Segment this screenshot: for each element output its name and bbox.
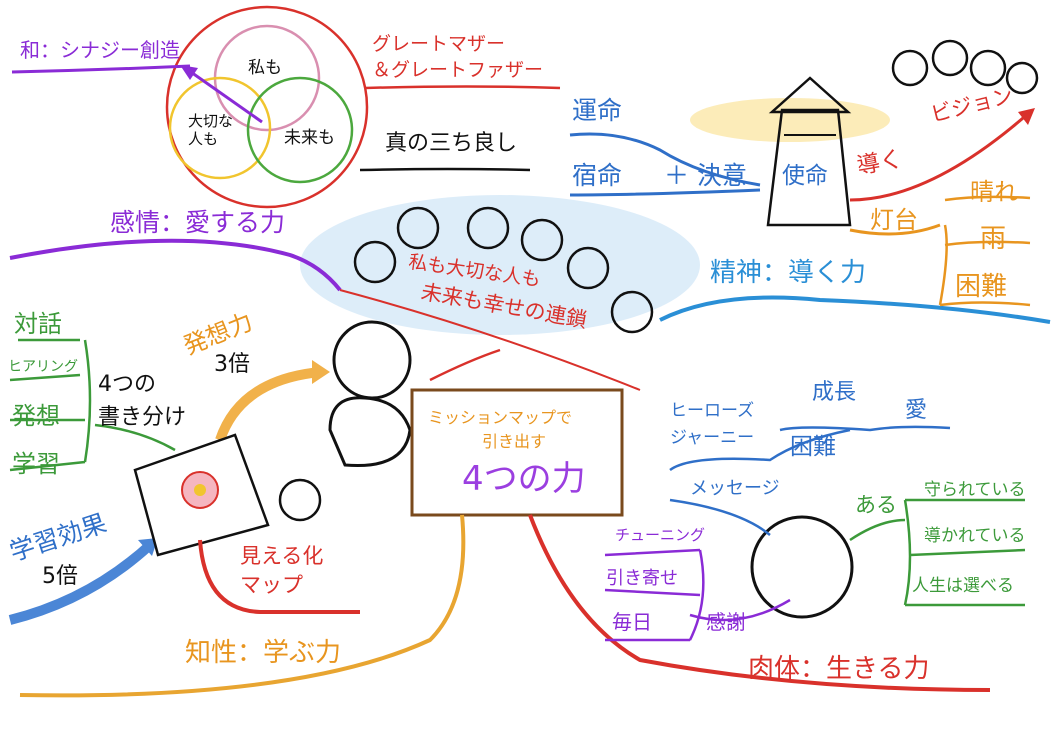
shimei-label: 使命: [782, 163, 828, 189]
unmei-label: 運命: [572, 96, 623, 125]
sky-wash: [300, 195, 700, 335]
body-branch: [528, 514, 991, 692]
toudai-branch: [849, 223, 941, 236]
spirit-label: 精神：導く力: [710, 258, 867, 288]
decision-label: ＋ 決意: [664, 161, 747, 190]
central-body: [328, 396, 412, 468]
visual-map-line: [198, 539, 360, 615]
heroes-line: [669, 428, 851, 472]
intellect-branch: [19, 514, 466, 698]
central-face: [332, 320, 412, 400]
unmei-line: [569, 132, 761, 187]
hassouryoku-arrow: [215, 367, 321, 442]
emotion-branch: [9, 238, 342, 292]
ai-label: 愛: [905, 398, 928, 423]
message-label: メッセージ: [690, 478, 780, 499]
chain-arrow: [429, 348, 501, 382]
jinsei-label: 人生は選べる: [912, 576, 1014, 596]
venn-circle-dear: [168, 76, 272, 180]
vision-faces: [891, 39, 1039, 95]
seichou-label: 成長: [812, 380, 857, 405]
venn-circle-future: [246, 76, 354, 184]
hassou-label: 発想: [12, 402, 60, 430]
ame-label: 雨: [980, 224, 1007, 254]
three-good-label: 真の三ち良し: [385, 131, 518, 156]
toudai-label: 灯台: [870, 206, 918, 234]
shukumei-label: 宿命: [572, 161, 623, 190]
michibikarete-label: 導かれている: [924, 526, 1026, 546]
venn-dear-label: 大切な 人も: [188, 112, 234, 148]
weather-bracket: [938, 195, 1031, 307]
mainichi-label: 毎日: [612, 610, 652, 634]
aru-bracket: [903, 498, 1026, 607]
spirit-branch: [659, 295, 1051, 324]
learning-arrowhead: [138, 538, 158, 556]
learning-arrow: [8, 541, 154, 625]
four-split-line: [94, 423, 176, 452]
visual-map-label: 見える化 マップ: [240, 544, 324, 598]
outer-circle: [165, 5, 369, 209]
mamorarete-label: 守られている: [924, 480, 1026, 500]
hearing-label: ヒアリング: [8, 359, 78, 375]
taiwa-label: 対話: [14, 310, 62, 338]
emotion-label: 感情：愛する力: [110, 208, 286, 237]
lighthouse-body: [766, 108, 852, 227]
aru-label: ある: [855, 493, 897, 517]
three-good-line: [359, 167, 531, 172]
four-split-label: 4つの 書き分け: [98, 372, 187, 430]
aru-line: [849, 518, 906, 542]
vision-arrowhead: [1018, 108, 1035, 125]
body-label: 肉体：生きる力: [748, 654, 930, 684]
venn-me-label: 私も: [248, 58, 282, 78]
heroes-label: ヒーローズ ジャーニー: [670, 401, 755, 449]
scroll-frame: [410, 388, 624, 517]
konnan-label: 困難: [955, 272, 1008, 302]
vision-arrow: [849, 110, 1031, 202]
three-times-label: 3倍: [214, 352, 250, 377]
five-times-label: 5倍: [42, 564, 78, 589]
gakushu-label: 学習: [12, 450, 60, 478]
great-parents-label: グレートマザー ＆グレートファザー: [372, 33, 544, 81]
harmony-arrowhead: [180, 65, 198, 80]
harmony-label: 和：シナジー創造: [20, 38, 180, 62]
face-arch: [353, 206, 654, 334]
scroll-main: 4つの力: [462, 459, 586, 499]
great-parents-line: [364, 85, 561, 90]
growth-line: [779, 425, 951, 432]
hare-label: 晴れ: [970, 178, 1018, 206]
harmony-underline: [11, 64, 191, 74]
lighthouse-roof: [768, 76, 852, 114]
tuning-label: チューニング: [615, 526, 706, 544]
left-bracket: [9, 338, 92, 472]
shukumei-line: [569, 188, 761, 197]
chain-line: [339, 289, 641, 391]
hassouryoku-arrowhead: [312, 360, 330, 384]
small-face: [278, 478, 322, 522]
scroll-line2: 引き出す: [482, 432, 547, 451]
kansha-bracket: [604, 548, 791, 642]
flower-center: [194, 484, 206, 496]
message-line: [669, 498, 771, 536]
konnan2-label: 困難: [790, 434, 836, 460]
scroll-line1: ミッションマップで: [428, 408, 573, 427]
harmony-arrow: [187, 68, 263, 124]
hikiyose-label: 引き寄せ: [606, 568, 678, 589]
venn-future-label: 未来も: [284, 128, 335, 148]
kansha-label: 感謝: [706, 610, 746, 634]
black-circle: [750, 515, 854, 619]
intellect-label: 知性：学ぶ力: [185, 638, 342, 668]
